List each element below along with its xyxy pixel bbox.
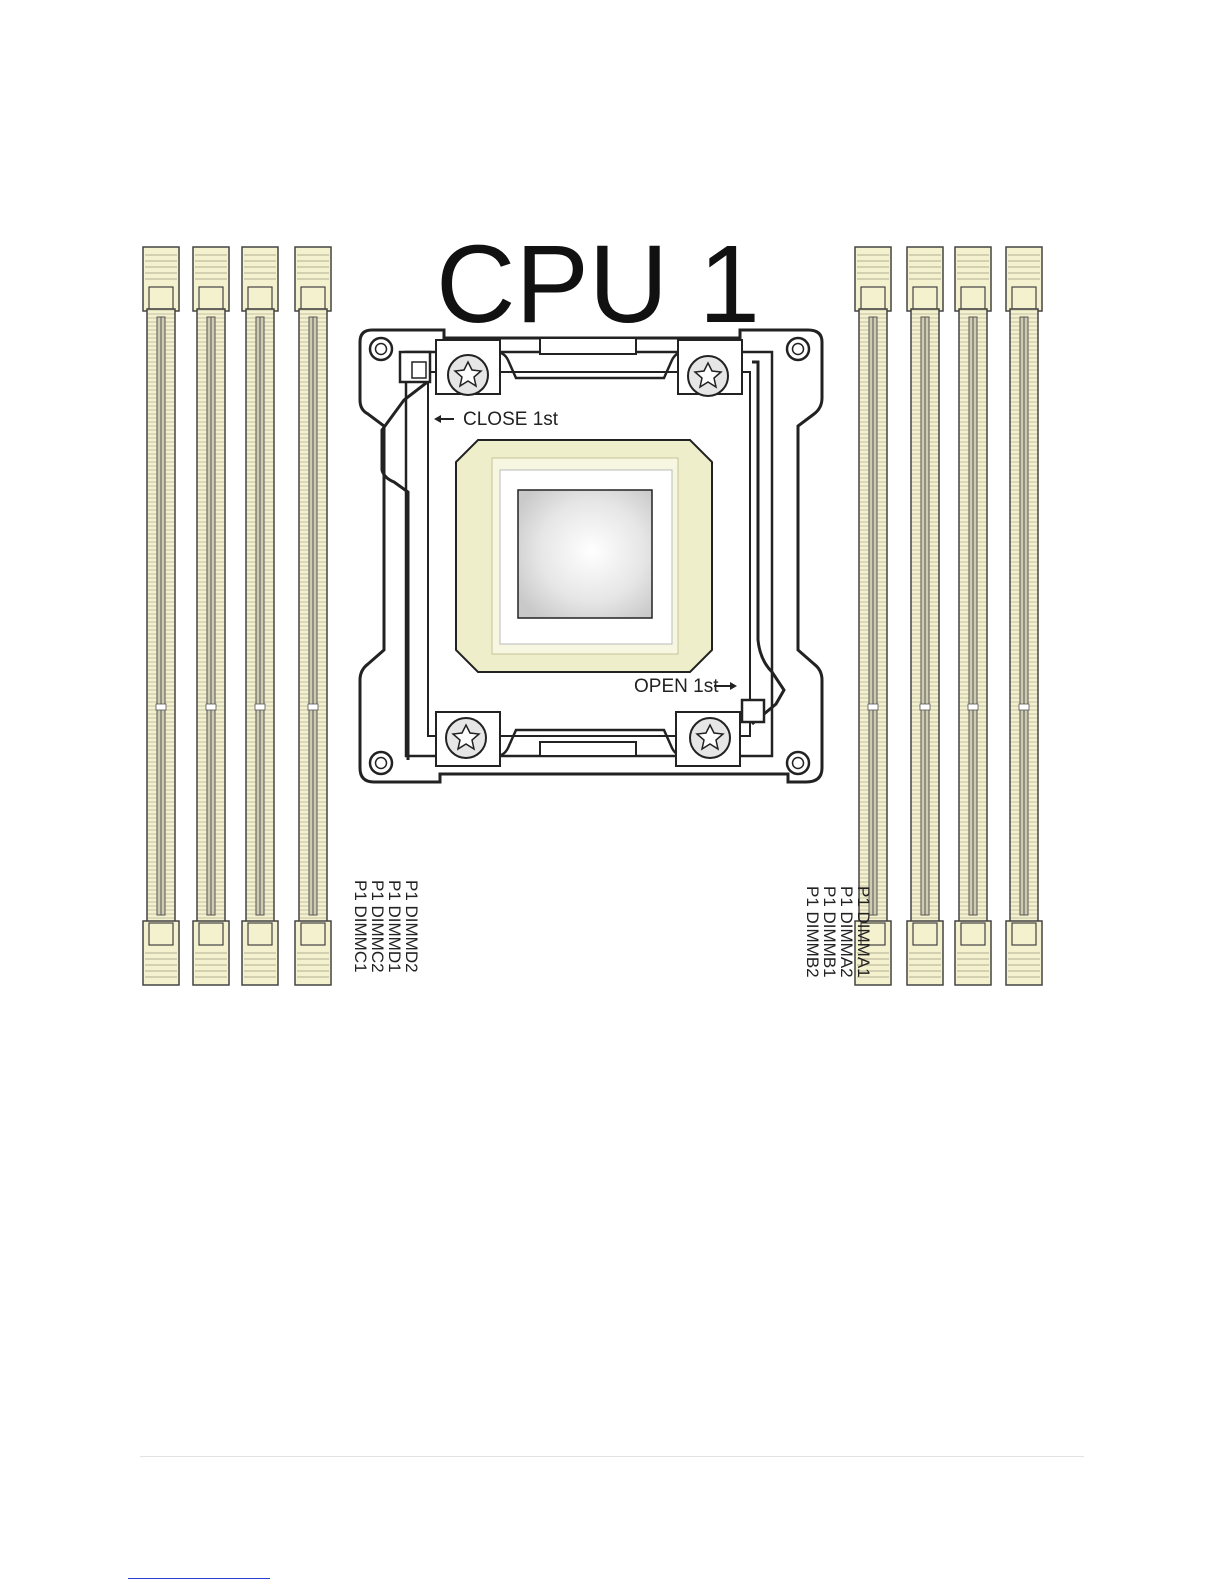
close-first-label: CLOSE 1st (463, 409, 559, 430)
dimm-slot-left-2 (193, 247, 229, 985)
dimm-slot-left-4 (295, 247, 331, 985)
dimm-slot-right-2 (907, 247, 943, 985)
right-dimm-slot-group (855, 247, 1042, 985)
cpu-die (518, 490, 652, 618)
footer-divider (140, 1456, 1084, 1457)
open-first-label: OPEN 1st (634, 676, 719, 697)
screw-bottom-left (436, 712, 500, 766)
dimm-label-b2: P1 DIMMB2 (803, 886, 822, 978)
cpu-socket: CLOSE 1st OPEN 1st (360, 330, 822, 782)
left-dimm-slot-group (143, 247, 331, 985)
screw-top-left (436, 340, 500, 395)
right-dimm-labels: P1 DIMMA1 P1 DIMMA2 P1 DIMMB1 P1 DIMMB2 (803, 886, 873, 978)
footer-link-underline (128, 1578, 270, 1579)
dimm-slot-left-1 (143, 247, 179, 985)
screw-top-right (678, 340, 742, 396)
dimm-label-c1: P1 DIMMC1 (351, 880, 370, 973)
dimm-slot-left-3 (242, 247, 278, 985)
cpu-title: CPU 1 (436, 223, 760, 346)
left-dimm-labels: P1 DIMMD2 P1 DIMMD1 P1 DIMMC2 P1 DIMMC1 (351, 880, 421, 973)
dimm-slot-right-4 (1006, 247, 1042, 985)
dimm-slot-right-3 (955, 247, 991, 985)
dimm-slot-right-1 (855, 247, 891, 985)
screw-bottom-right (676, 712, 740, 766)
